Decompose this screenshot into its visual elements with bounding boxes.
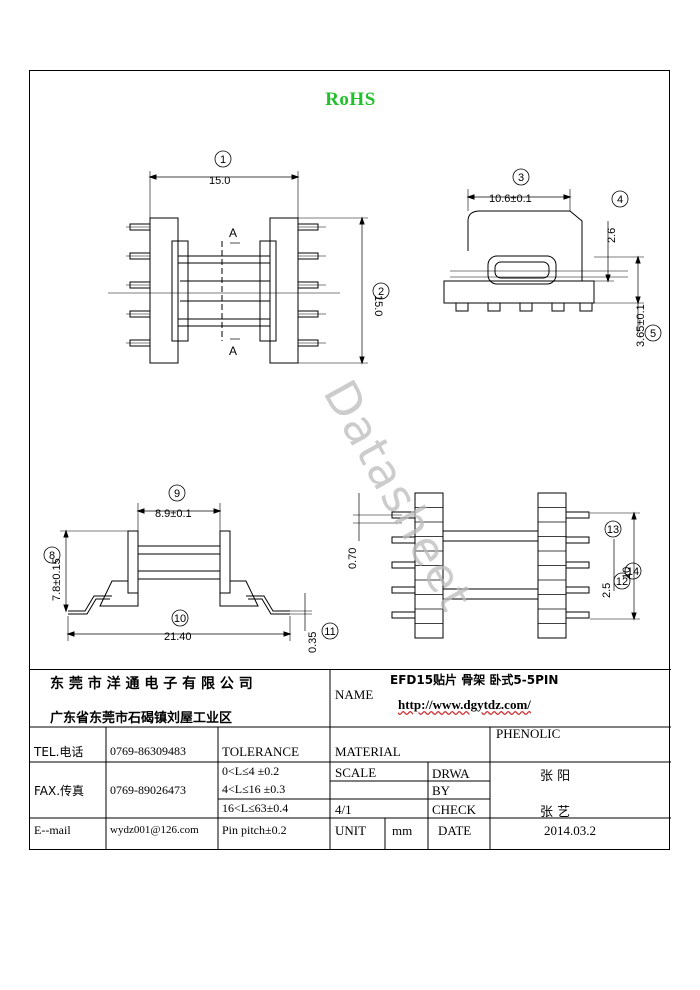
tel-label: TEL.电话 bbox=[34, 745, 84, 759]
side-pin-left-2 bbox=[391, 536, 416, 544]
balloon-1-label: 1 bbox=[220, 154, 226, 166]
email-label: E--mail bbox=[34, 823, 71, 837]
balloon-9 bbox=[168, 484, 186, 502]
balloon-2-label: 2 bbox=[378, 286, 384, 298]
top-view bbox=[108, 171, 368, 365]
balloon-3-label: 3 bbox=[518, 172, 524, 184]
balloon-14-label: 14 bbox=[627, 566, 639, 578]
material-value: PHENOLIC bbox=[496, 726, 561, 741]
scale-label: SCALE bbox=[335, 765, 377, 780]
balloon-9-label: 9 bbox=[174, 488, 180, 500]
unit-value: mm bbox=[392, 823, 413, 838]
scale-value: 4/1 bbox=[335, 802, 352, 817]
foot-2 bbox=[487, 302, 501, 312]
side-pin-left-4 bbox=[391, 586, 416, 594]
section-a-bottom: A bbox=[229, 344, 237, 358]
front-view bbox=[60, 503, 312, 641]
side-view bbox=[353, 492, 640, 639]
email-value: wydz001@126.com bbox=[110, 824, 199, 836]
drawn-by-label: DRWA BY bbox=[432, 766, 469, 798]
tolerance-row-1: 0<L≤4 ±0.2 bbox=[222, 764, 280, 778]
website-link[interactable]: http://www.dgytdz.com/ bbox=[398, 697, 531, 712]
foot-1 bbox=[455, 302, 469, 312]
company-name: 东 莞 市 洋 通 电 子 有 限 公 司 bbox=[50, 676, 253, 692]
balloon-12 bbox=[613, 572, 631, 590]
dim-2-text: 15.0 bbox=[372, 295, 384, 316]
technical-drawing: 15.0 15.0 10.6±0.1 2.6 3.65±0.1 A A 7.8±… bbox=[43, 150, 662, 653]
side-pin-left-3 bbox=[391, 561, 416, 569]
rohs-heading: RoHS bbox=[325, 89, 376, 110]
date-value: 2014.03.2 bbox=[544, 823, 596, 838]
dim-5-text: 3.65±0.1 bbox=[635, 304, 647, 347]
dim-8-text: 7.8±0.15 bbox=[51, 558, 63, 601]
balloon-4 bbox=[611, 190, 629, 208]
side-pin-right-5 bbox=[565, 611, 590, 619]
tolerance-label: TOLERANCE bbox=[222, 744, 300, 759]
unit-label: UNIT bbox=[335, 823, 367, 838]
tel-value: 0769-86309483 bbox=[110, 744, 186, 758]
balloon-2 bbox=[372, 282, 390, 300]
tolerance-row-4: Pin pitch±0.2 bbox=[222, 823, 287, 837]
drawing-sheet: RoHS bbox=[29, 70, 671, 850]
balloon-10-label: 10 bbox=[174, 613, 186, 625]
material-label: MATERIAL bbox=[335, 744, 401, 759]
dim-12-text: 0.70 bbox=[347, 548, 359, 569]
foot-3 bbox=[519, 302, 533, 312]
tolerance-row-2: 4<L≤16 ±0.3 bbox=[222, 782, 286, 796]
date-label: DATE bbox=[438, 823, 472, 838]
check-value: 张 艺 bbox=[540, 805, 571, 820]
company-address: 广东省东莞市石碣镇刘屋工业区 bbox=[50, 711, 233, 726]
dim-11-text: 0.35 bbox=[307, 632, 319, 653]
dim-4-text: 2.6 bbox=[606, 228, 618, 243]
fax-label: FAX.传真 bbox=[34, 784, 85, 798]
dim-1-text: 15.0 bbox=[209, 175, 230, 187]
fax-value: 0769-89026473 bbox=[110, 783, 186, 797]
balloon-4-label: 4 bbox=[617, 194, 623, 206]
section-a-top: A bbox=[229, 226, 237, 240]
balloon-11-label: 11 bbox=[324, 626, 335, 638]
balloon-8 bbox=[43, 546, 61, 564]
foot-5 bbox=[579, 302, 593, 312]
balloon-13-label: 13 bbox=[607, 524, 619, 536]
side-pin-right-2 bbox=[565, 536, 590, 544]
drawn-by-value: 张 阳 bbox=[540, 769, 571, 784]
balloon-5 bbox=[644, 324, 662, 342]
side-pin-right-3 bbox=[565, 561, 590, 569]
tolerance-row-3: 16<L≤63±0.4 bbox=[222, 801, 289, 815]
balloon-14 bbox=[624, 562, 642, 580]
balloon-10 bbox=[171, 609, 189, 627]
dim-9-text: 8.9±0.1 bbox=[155, 508, 192, 520]
side-pin-right-4 bbox=[565, 586, 590, 594]
balloon-11 bbox=[321, 622, 339, 640]
dim-14-text: 10 bbox=[621, 567, 633, 579]
end-view bbox=[443, 189, 644, 333]
balloon-8-label: 8 bbox=[49, 550, 55, 562]
balloon-1 bbox=[214, 150, 232, 168]
title-block-grid bbox=[30, 669, 671, 850]
dim-13-text: 2.5 bbox=[601, 583, 613, 598]
product-name: EFD15贴片 骨架 卧式5-5PIN bbox=[390, 673, 559, 687]
balloon-13 bbox=[604, 520, 622, 538]
foot-4 bbox=[551, 302, 565, 312]
balloon-5-label: 5 bbox=[650, 328, 656, 340]
dim-10-text: 21.40 bbox=[164, 631, 192, 643]
balloon-3 bbox=[512, 168, 530, 186]
side-pin-right-1 bbox=[565, 511, 590, 519]
side-pin-left-5 bbox=[391, 611, 416, 619]
check-label: CHECK bbox=[432, 802, 477, 817]
name-label: NAME bbox=[335, 687, 374, 702]
balloon-12-label: 12 bbox=[616, 576, 628, 588]
dim-3-text: 10.6±0.1 bbox=[489, 193, 532, 205]
